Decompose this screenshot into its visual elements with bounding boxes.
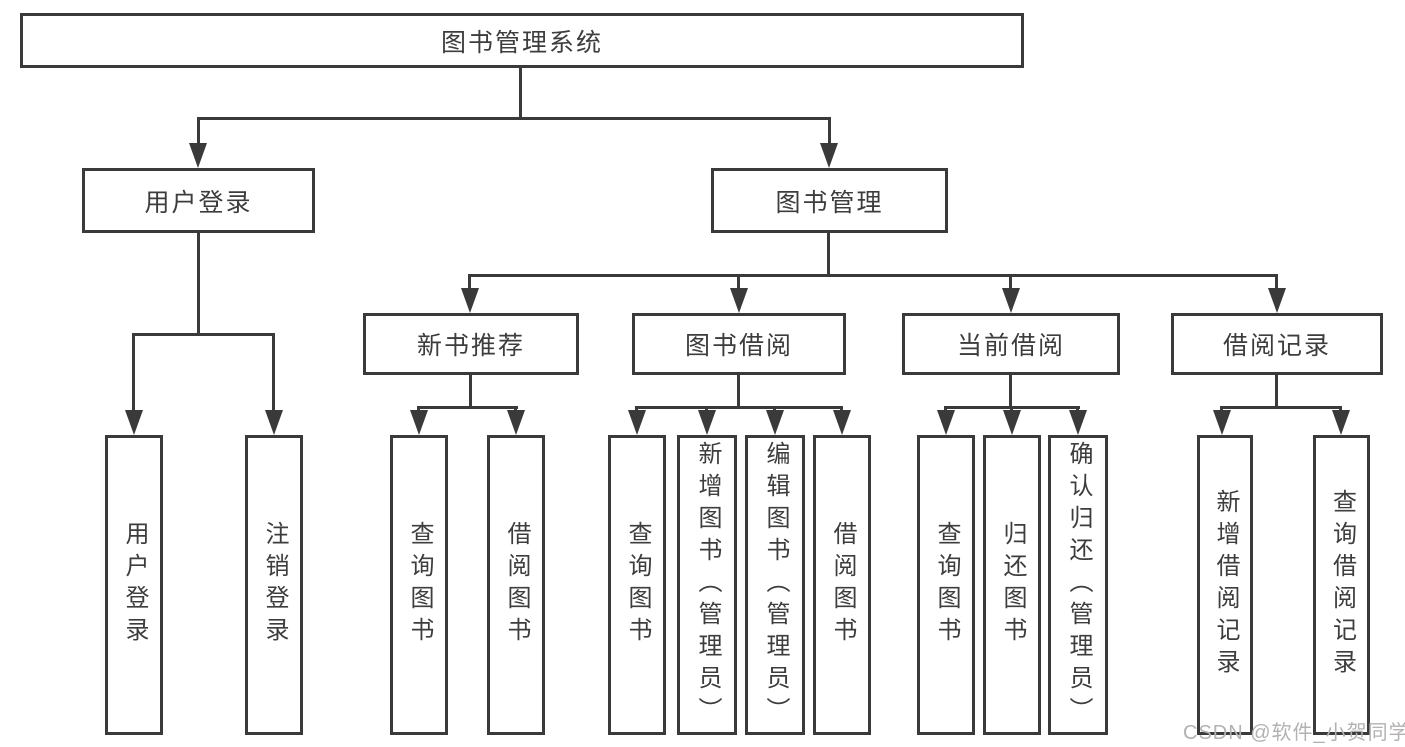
arrowhead-down-icon xyxy=(1332,410,1350,435)
leaf-label: 借阅图书 xyxy=(503,521,530,649)
node-label: 新书推荐 xyxy=(416,332,525,360)
arrowhead-down-icon xyxy=(937,410,955,435)
connector-line xyxy=(737,274,740,292)
node-user-login: 用户登录 xyxy=(82,168,315,233)
leaf-edit-books-admin: 编辑图书（管理员） xyxy=(745,435,805,735)
node-label: 用户登录 xyxy=(144,188,253,217)
leaf-confirm-return-admin: 确认归还（管理员） xyxy=(1048,435,1108,735)
leaf-return-books: 归还图书 xyxy=(983,435,1041,735)
node-book-management: 图书管理 xyxy=(711,168,948,233)
leaf-borrow-books: 借阅图书 xyxy=(813,435,871,735)
leaf-borrow-books-recommend: 借阅图书 xyxy=(487,435,545,735)
node-book-borrow: 图书借阅 xyxy=(632,313,846,375)
connector-line xyxy=(197,233,200,336)
leaf-add-borrow-record: 新增借阅记录 xyxy=(1197,435,1253,735)
connector-line xyxy=(417,406,518,409)
leaf-label: 借阅图书 xyxy=(829,521,856,649)
arrowhead-down-icon xyxy=(628,410,646,435)
arrowhead-down-icon xyxy=(125,410,143,435)
arrowhead-down-icon xyxy=(1268,288,1286,313)
arrowhead-down-icon xyxy=(820,143,838,168)
connector-line xyxy=(737,375,740,409)
connector-line xyxy=(827,233,830,277)
node-new-book-recommend: 新书推荐 xyxy=(363,313,579,375)
leaf-label: 归还图书 xyxy=(999,521,1026,649)
node-label: 当前借阅 xyxy=(956,332,1065,360)
leaf-query-books-current: 查询图书 xyxy=(917,435,975,735)
csdn-watermark: CSDN @软件_小贺同学 xyxy=(1183,722,1405,744)
node-label: 图书管理 xyxy=(775,188,884,217)
connector-line xyxy=(1275,375,1278,409)
node-label: 图书管理系统 xyxy=(440,28,603,57)
connector-line xyxy=(197,117,831,120)
node-label: 借阅记录 xyxy=(1222,332,1331,360)
arrowhead-down-icon xyxy=(730,288,748,313)
arrowhead-down-icon xyxy=(1002,288,1020,313)
connector-line xyxy=(1220,406,1342,409)
leaf-label: 编辑图书（管理员） xyxy=(762,441,789,729)
leaf-logout: 注销登录 xyxy=(245,435,303,735)
leaf-label: 新增图书（管理员） xyxy=(694,441,721,729)
connector-line xyxy=(519,68,522,120)
arrowhead-down-icon xyxy=(766,410,784,435)
node-library-management-system: 图书管理系统 xyxy=(20,13,1024,68)
arrowhead-down-icon xyxy=(410,410,428,435)
connector-line xyxy=(468,274,1278,277)
node-borrow-records: 借阅记录 xyxy=(1171,313,1383,375)
connector-line xyxy=(468,274,471,292)
connector-line xyxy=(1275,274,1278,292)
connector-line xyxy=(469,375,472,409)
leaf-label: 查询图书 xyxy=(406,521,433,649)
connector-line xyxy=(272,333,275,414)
node-label: 图书借阅 xyxy=(684,332,793,360)
arrowhead-down-icon xyxy=(461,288,479,313)
leaf-query-books-borrow: 查询图书 xyxy=(608,435,666,735)
leaf-label: 用户登录 xyxy=(121,521,148,649)
connector-line xyxy=(197,117,200,148)
arrowhead-down-icon xyxy=(1213,410,1231,435)
leaf-label: 新增借阅记录 xyxy=(1212,489,1239,681)
connector-line xyxy=(132,333,275,336)
leaf-user-login: 用户登录 xyxy=(105,435,163,735)
arrowhead-down-icon xyxy=(265,410,283,435)
leaf-query-books-recommend: 查询图书 xyxy=(390,435,448,735)
node-current-borrow: 当前借阅 xyxy=(902,313,1120,375)
connector-line xyxy=(1009,274,1012,292)
connector-line xyxy=(828,117,831,148)
arrowhead-down-icon xyxy=(189,143,207,168)
connector-line xyxy=(635,406,843,409)
leaf-query-borrow-record: 查询借阅记录 xyxy=(1313,435,1370,735)
arrowhead-down-icon xyxy=(1003,410,1021,435)
arrowhead-down-icon xyxy=(507,410,525,435)
leaf-label: 确认归还（管理员） xyxy=(1065,441,1092,729)
connector-line xyxy=(132,333,135,414)
leaf-label: 查询图书 xyxy=(933,521,960,649)
connector-line xyxy=(1009,375,1012,409)
arrowhead-down-icon xyxy=(833,410,851,435)
arrowhead-down-icon xyxy=(1069,410,1087,435)
arrowhead-down-icon xyxy=(698,410,716,435)
leaf-label: 注销登录 xyxy=(261,521,288,649)
leaf-add-books-admin: 新增图书（管理员） xyxy=(677,435,737,735)
leaf-label: 查询图书 xyxy=(624,521,651,649)
leaf-label: 查询借阅记录 xyxy=(1328,489,1356,681)
